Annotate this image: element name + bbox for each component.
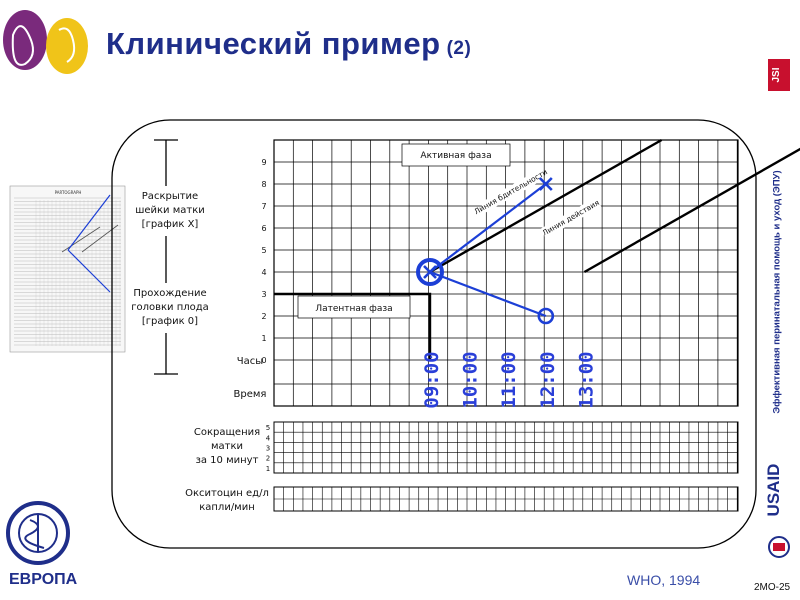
dilation-tick-label: 5 bbox=[261, 246, 266, 255]
contractions-label: Сокращения матки за 10 минут bbox=[194, 427, 260, 466]
zoom-connector-top bbox=[67, 194, 111, 251]
dilation-tick-label: 6 bbox=[261, 224, 266, 233]
usaid-logo-text: USAID bbox=[764, 464, 783, 517]
who-emblem bbox=[6, 501, 70, 565]
zoom-connector-bottom bbox=[67, 249, 111, 293]
time-label-2: 11:00 bbox=[498, 351, 520, 408]
descent-point bbox=[416, 258, 444, 286]
time-label: Время bbox=[234, 389, 267, 400]
alert-line bbox=[429, 138, 663, 274]
action-line bbox=[583, 147, 800, 274]
time-label-3: 12:00 bbox=[537, 351, 559, 408]
time-labels: 09:00 10:00 11:00 12:00 13:00 bbox=[421, 351, 597, 408]
contraction-tick-label: 1 bbox=[266, 465, 270, 473]
descent-point bbox=[537, 307, 555, 325]
contraction-tick-label: 2 bbox=[266, 455, 270, 463]
oxytocin-label: Окситоцин ед/л капли/мин bbox=[185, 488, 269, 513]
hours-label: Часы bbox=[237, 356, 263, 367]
svg-text:PARTOGRAPH: PARTOGRAPH bbox=[55, 190, 82, 195]
contraction-tick-label: 4 bbox=[266, 434, 271, 442]
contraction-tick-label: 3 bbox=[266, 445, 270, 453]
slide-code: 2MO-25 bbox=[754, 582, 791, 593]
svg-text:капли/мин: капли/мин bbox=[199, 502, 255, 513]
svg-text:Прохождение: Прохождение bbox=[133, 288, 206, 299]
descent-series-line bbox=[429, 270, 547, 318]
dilation-tick-label: 8 bbox=[261, 180, 266, 189]
program-name: Эффективная перинатальная помощь и уход … bbox=[771, 170, 783, 414]
partograph-thumbnail: PARTOGRAPH bbox=[9, 185, 126, 353]
dilation-ticks: 9 8 7 6 5 4 3 2 1 0 bbox=[261, 158, 266, 365]
jsi-logo-text: JSI bbox=[771, 67, 782, 82]
source-citation: WHO, 1994 bbox=[627, 572, 701, 588]
label-bracket bbox=[154, 139, 178, 375]
dilation-label: Раскрытие шейки матки [график X] bbox=[130, 186, 210, 236]
svg-text:Раскрытие: Раскрытие bbox=[142, 191, 198, 202]
dilation-tick-label: 1 bbox=[261, 334, 266, 343]
latent-phase-box bbox=[297, 295, 411, 319]
dilation-tick-label: 9 bbox=[261, 158, 266, 167]
usaid-logo: USAID bbox=[764, 454, 790, 558]
oxytocin-grid bbox=[273, 486, 739, 512]
descent-label: Прохождение головки плода [график 0] bbox=[126, 283, 218, 333]
zoom-frame bbox=[111, 119, 757, 549]
active-phase-box bbox=[401, 143, 511, 167]
dilation-series-line bbox=[429, 183, 547, 273]
dilation-tick-label: 3 bbox=[261, 290, 266, 299]
time-label-1: 10:00 bbox=[460, 351, 482, 408]
latent-phase-line bbox=[274, 292, 432, 360]
slide-title: Клинический пример(2) bbox=[106, 26, 472, 61]
latent-phase-label: Латентная фаза bbox=[315, 304, 392, 314]
slide-title-suffix: (2) bbox=[446, 38, 472, 59]
svg-text:Окситоцин ед/л: Окситоцин ед/л bbox=[185, 488, 269, 499]
dilation-tick-label: 0 bbox=[261, 356, 266, 365]
dilation-point bbox=[538, 177, 553, 191]
svg-text:Сокращения: Сокращения bbox=[194, 427, 260, 438]
dilation-tick-label: 4 bbox=[261, 268, 266, 277]
svg-text:шейки матки: шейки матки bbox=[135, 205, 205, 216]
contraction-tick-label: 5 bbox=[266, 424, 270, 432]
time-label-4: 13:00 bbox=[575, 351, 597, 408]
pear-logo bbox=[3, 8, 88, 74]
svg-text:[график X]: [график X] bbox=[142, 219, 199, 230]
observations bbox=[416, 177, 555, 325]
jsi-logo: JSI bbox=[768, 59, 790, 91]
time-label-0: 09:00 bbox=[421, 351, 443, 408]
active-phase-label: Активная фаза bbox=[420, 151, 491, 161]
svg-text:за 10 минут: за 10 минут bbox=[196, 455, 259, 466]
svg-text:матки: матки bbox=[211, 441, 243, 452]
dilation-tick-label: 2 bbox=[261, 312, 266, 321]
contractions-grid: 5 4 3 2 1 bbox=[266, 421, 739, 474]
svg-text:головки плода: головки плода bbox=[131, 302, 209, 313]
svg-text:[график 0]: [график 0] bbox=[142, 316, 198, 327]
dilation-tick-label: 7 bbox=[261, 202, 266, 211]
who-region-label: ЕВРОПА bbox=[9, 571, 78, 588]
